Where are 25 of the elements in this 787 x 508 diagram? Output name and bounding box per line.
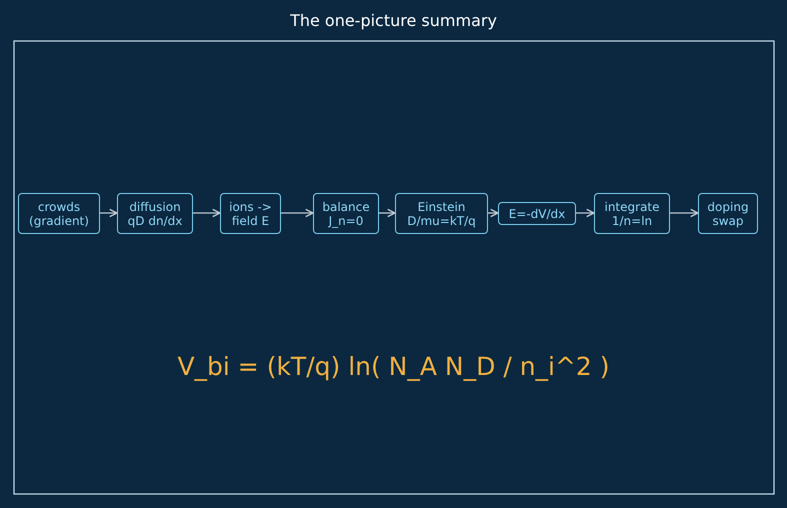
equation: V_bi = (kT/q) ln( N_A N_D / n_i^2 ) — [176, 352, 611, 381]
process-box — [698, 193, 758, 234]
arrow — [281, 208, 314, 218]
arrow — [488, 208, 499, 218]
arrow — [670, 208, 699, 218]
node-label: Einstein D/mu=kT/q — [406, 200, 477, 228]
process-box — [395, 193, 488, 234]
process-box — [498, 202, 576, 225]
node-label: doping swap — [706, 200, 750, 228]
process-box — [117, 193, 193, 234]
node-label: ions -> field E — [228, 200, 273, 228]
process-box — [594, 193, 670, 234]
process-box — [313, 193, 379, 234]
node-label: integrate 1/n=ln — [603, 200, 661, 228]
arrow — [100, 208, 118, 218]
node-label: E=-dV/dx — [508, 206, 566, 220]
node-label: balance J_n=0 — [321, 200, 371, 228]
node-label: diffusion qD dn/dx — [126, 200, 184, 228]
process-box — [18, 193, 100, 234]
node-label: crowds (gradient) — [28, 200, 90, 228]
title: The one-picture summary — [289, 11, 498, 30]
arrow — [193, 208, 221, 218]
arrow — [379, 208, 396, 218]
arrow — [576, 208, 595, 218]
process-box — [220, 193, 281, 234]
